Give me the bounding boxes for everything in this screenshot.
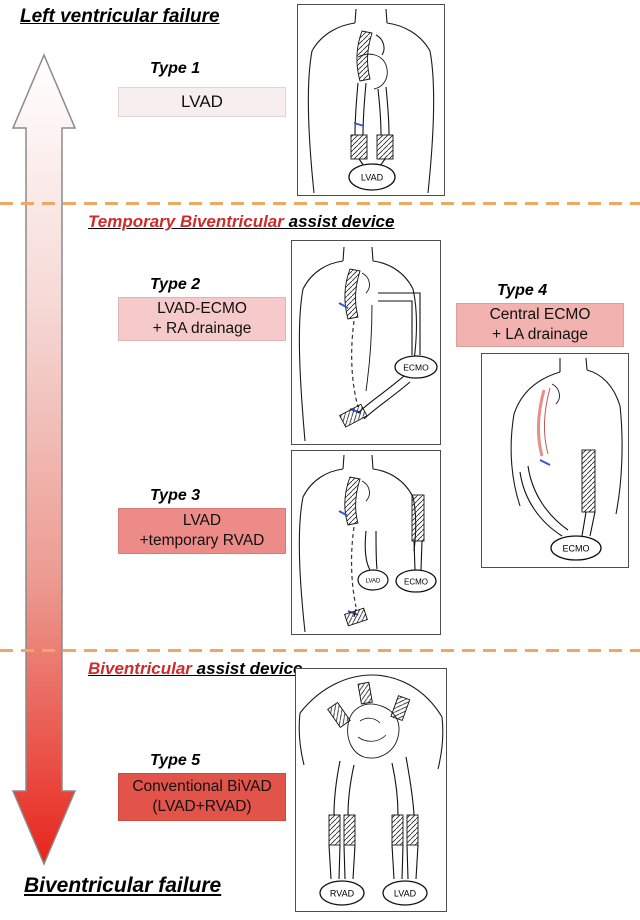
cannula-connector (339, 403, 368, 428)
connecting-tubes (333, 756, 415, 816)
venous-mark (539, 459, 551, 466)
type3-line1: LVAD (182, 512, 222, 530)
lvad-device-oval (348, 163, 396, 191)
figure-type5-svg: RVAD LVAD (298, 674, 444, 906)
ecmo-device-oval (394, 355, 438, 379)
type2-box: LVAD-ECMO + RA drainage (118, 297, 286, 341)
type3-label: Type 3 (150, 487, 201, 504)
section-heading-temporary-biventricular: Temporary Biventricular assist device (88, 212, 394, 232)
severity-gradient-arrow (11, 53, 77, 866)
type1-label: Type 1 (150, 60, 201, 77)
venous-marks (338, 302, 362, 414)
top-heading: Left ventricular failure (20, 6, 220, 27)
type2-label: Type 2 (150, 276, 201, 293)
section-heading-temporary-biventricular-black: assist device (283, 212, 395, 231)
torso-outline (510, 357, 623, 515)
pump-cannula-connectors (328, 814, 419, 846)
type2-line1: LVAD-ECMO (157, 300, 247, 318)
bottom-heading: Biventricular failure (24, 874, 222, 897)
ecmo-device-oval (395, 569, 437, 593)
type5-label: Type 5 (150, 752, 201, 769)
figure-type4-central-ecmo-illustration: ECMO (481, 353, 629, 568)
ecmo-circuit-tubing (519, 465, 596, 537)
section-heading-biventricular-red: Biventricular (88, 659, 192, 678)
type1-line1: LVAD (181, 92, 223, 112)
lvad-device-oval (357, 569, 389, 591)
ra-drainage-cannula (351, 320, 359, 408)
figure-type3-svg: LVAD ECMO (298, 454, 437, 633)
fig5-rvad-label: RVAD (330, 889, 355, 899)
section-heading-temporary-biventricular-red: Temporary Biventricular (88, 212, 284, 231)
type4-label: Type 4 (497, 282, 548, 299)
rvad-cannula (411, 494, 425, 542)
figure-type5-bivad-illustration: RVAD LVAD (295, 668, 447, 912)
chest-outline (298, 674, 444, 770)
type1-box: LVAD (118, 87, 286, 117)
type5-box: Conventional BiVAD (LVAD+RVAD) (118, 773, 286, 821)
la-drainage-cannula (536, 389, 546, 457)
cannula-tubes (353, 82, 390, 136)
aortic-graft (356, 30, 373, 82)
type3-line2: +temporary RVAD (139, 532, 265, 549)
figure-type1-lvad-illustration: LVAD (297, 4, 445, 196)
fig4-ecmo-label: ECMO (563, 544, 590, 554)
type5-line2: (LVAD+RVAD) (152, 798, 252, 815)
type2-line2: + RA drainage (152, 320, 252, 337)
section-heading-biventricular-black: assist device (191, 659, 303, 678)
fig3-lvad-label: LVAD (366, 579, 381, 585)
drainage-cannula (350, 526, 357, 608)
cannula-connector-left (350, 134, 368, 160)
fig1-lvad-label: LVAD (361, 173, 384, 183)
pump-tubes (328, 844, 419, 880)
heart-cannulas (327, 681, 411, 729)
type4-line2: + LA drainage (491, 326, 589, 343)
divider-top (0, 202, 640, 205)
central-cannula (581, 449, 596, 513)
type3-box: LVAD +temporary RVAD (118, 508, 286, 554)
aortic-graft (344, 476, 361, 526)
figure-type4-svg: ECMO (510, 357, 623, 561)
cannula-connector-right (376, 134, 394, 160)
fig3-ecmo-label: ECMO (404, 578, 428, 587)
torso-outline (298, 246, 418, 442)
fig2-ecmo-label: ECMO (403, 363, 429, 373)
aortic-graft (344, 268, 361, 320)
cannula-connector (344, 607, 368, 627)
divider-bottom (0, 649, 640, 652)
rvad-device-oval (319, 880, 365, 906)
section-heading-biventricular: Biventricular assist device (88, 659, 303, 679)
ecmo-device-oval (550, 535, 602, 561)
figure-type2-svg: ECMO (298, 246, 438, 442)
type4-box: Central ECMO + LA drainage (456, 303, 624, 347)
lvad-device-oval (382, 880, 428, 906)
figure-type1-svg: LVAD (307, 8, 435, 194)
figure-type3-lvad-rvad-illustration: LVAD ECMO (291, 450, 441, 635)
type4-line1: Central ECMO (489, 306, 591, 324)
type5-line1: Conventional BiVAD (132, 778, 272, 796)
figure-type2-lvad-ecmo-illustration: ECMO (291, 240, 441, 445)
fig5-lvad-label: LVAD (394, 889, 417, 899)
